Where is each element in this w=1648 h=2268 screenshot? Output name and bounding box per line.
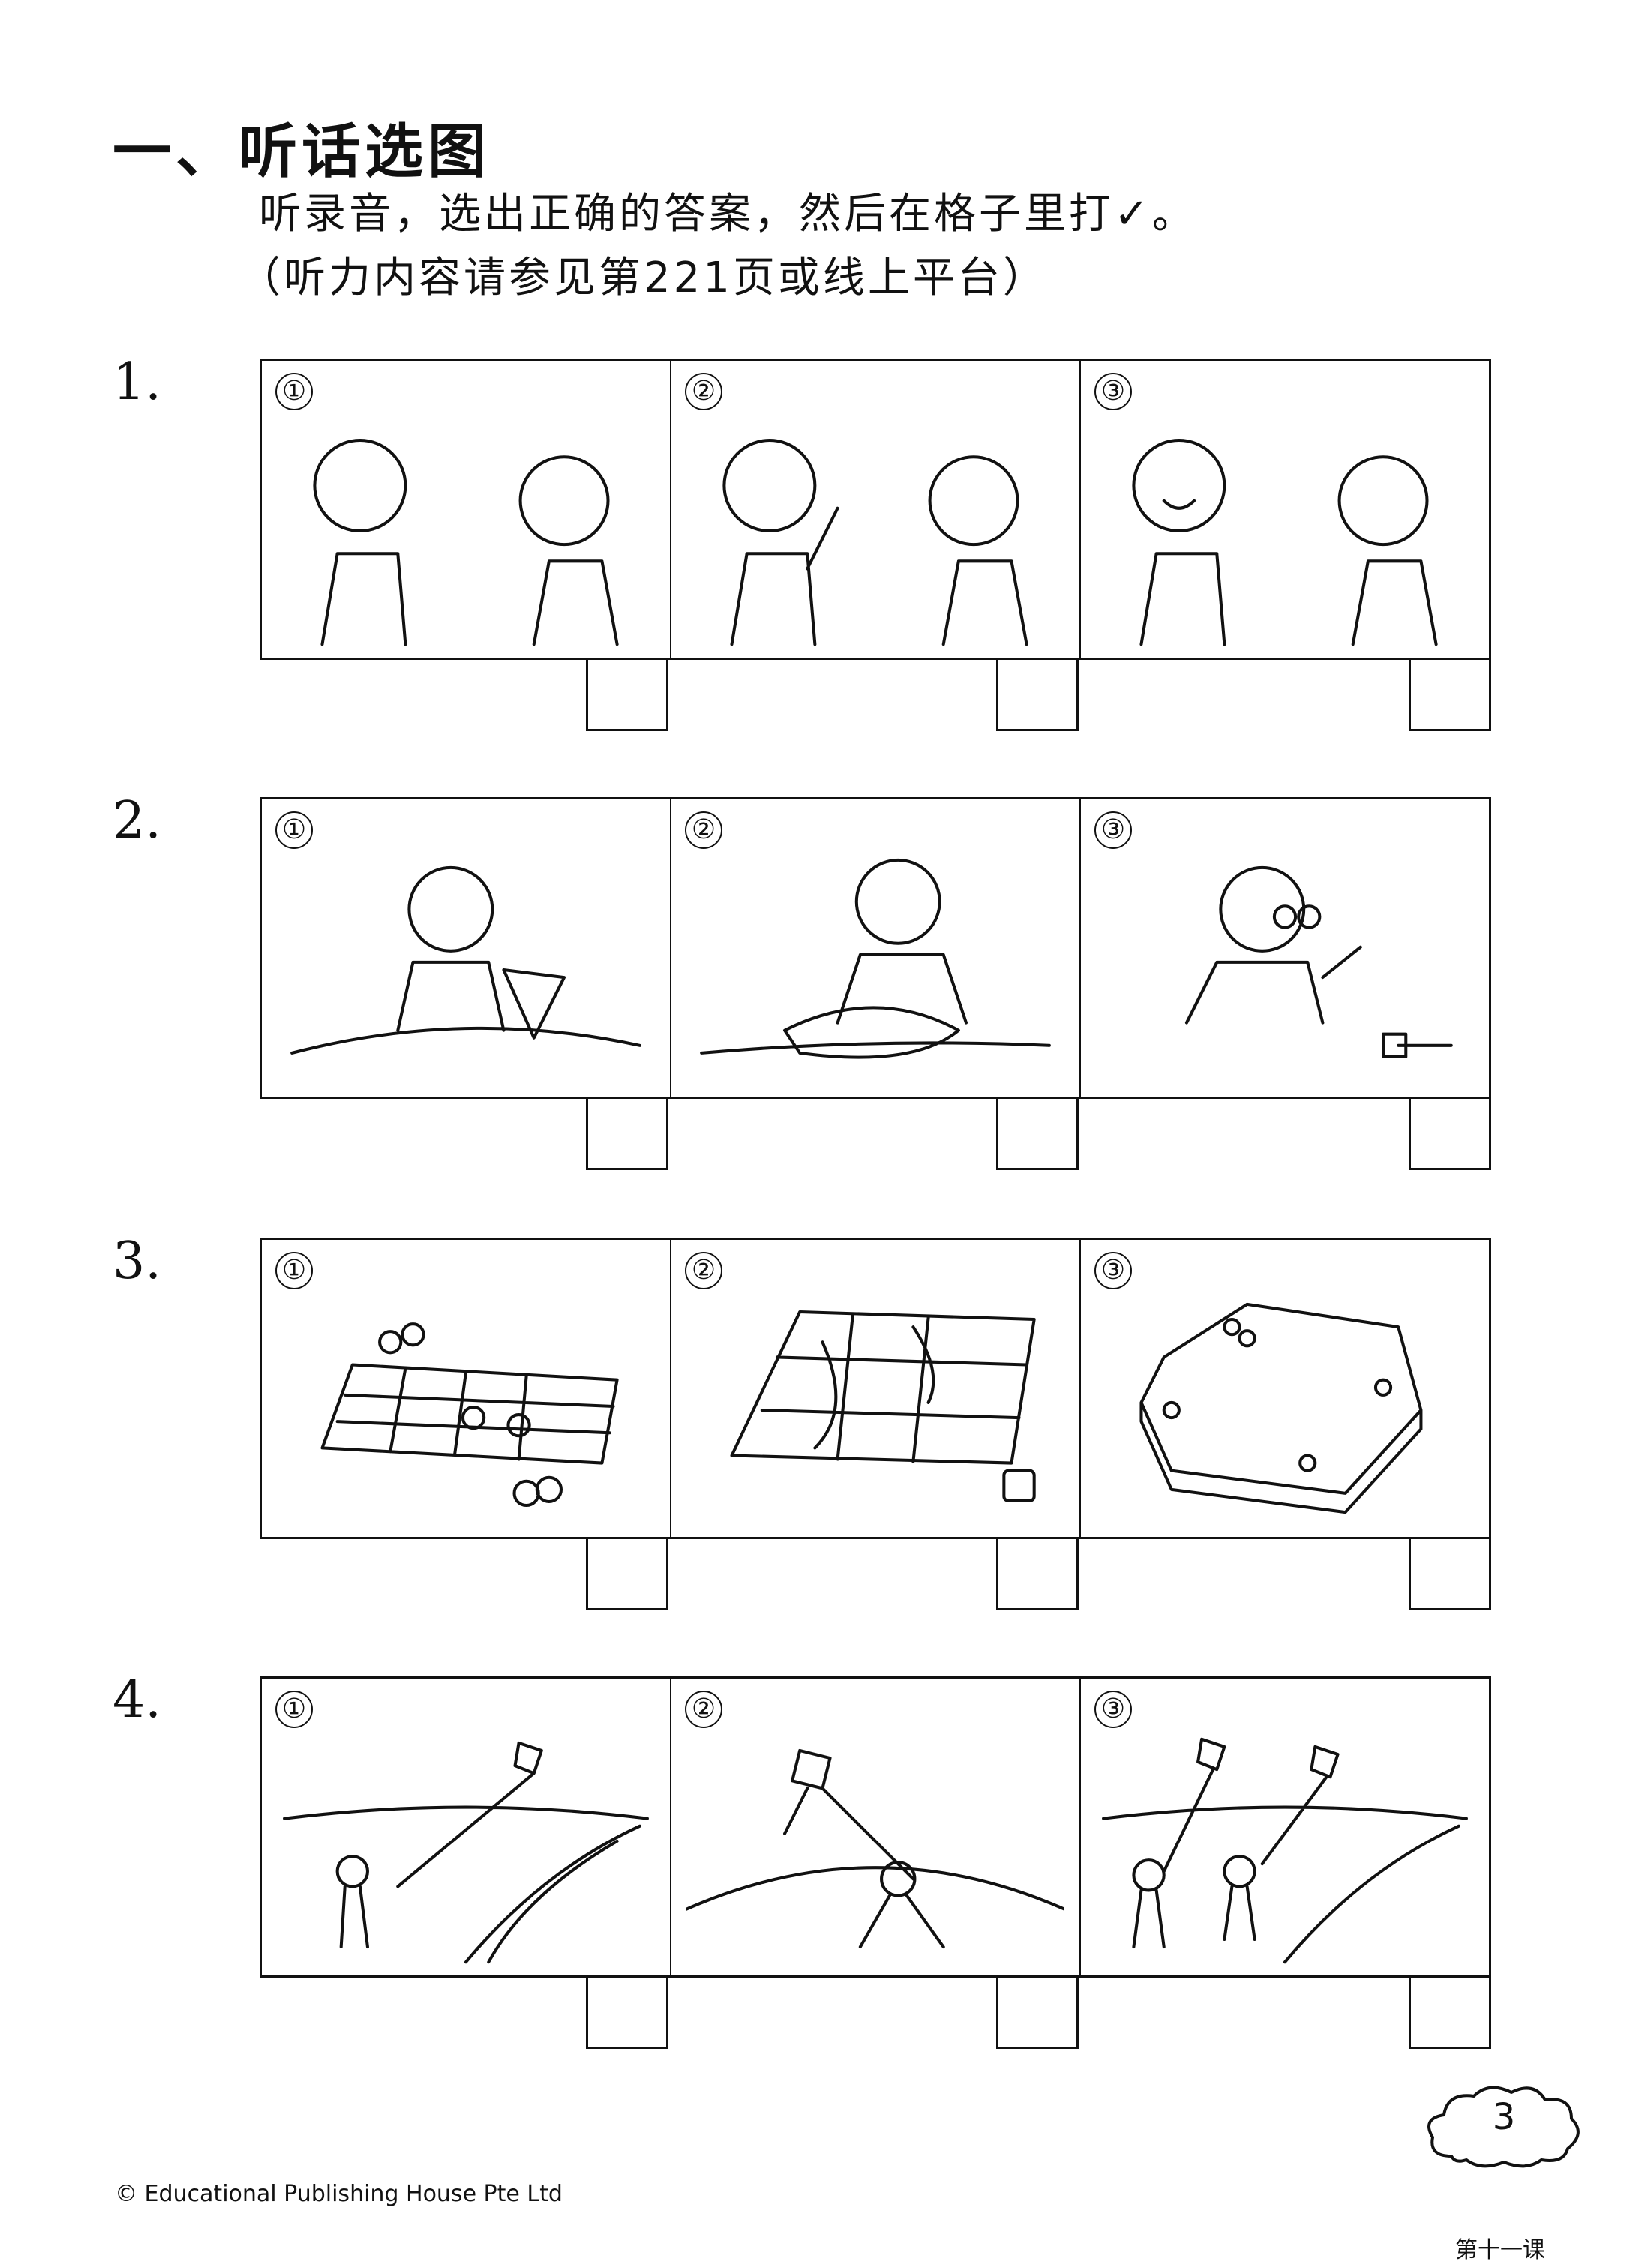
option-label: ① [275,373,313,410]
chinese-checkers-illustration [1096,1292,1474,1528]
answer-checkbox[interactable] [996,1099,1079,1170]
cloud-icon [1421,2081,1586,2171]
boy-flying-kite-illustration [277,1731,655,1966]
boy-smiling-illustration [1096,413,1474,649]
grandmother-sewing-illustration [1096,852,1474,1088]
answer-checkbox[interactable] [996,1978,1079,2049]
question-2-options: ① ② ③ [260,797,1491,1099]
option-label: ① [275,1690,313,1728]
chinese-chess-illustration [277,1292,655,1528]
question-number: 1. [113,352,161,412]
instruction-note: （听力内容请参见第221页或线上平台） [239,254,1048,302]
question-4-options: ① ② ③ [260,1676,1491,1978]
answer-checkbox[interactable] [1409,1099,1491,1170]
answer-checkbox[interactable] [586,660,668,731]
copyright-text: © Educational Publishing House Pte Ltd [115,2181,563,2207]
question-3-options: ① ② ③ [260,1238,1491,1539]
option-panel[interactable]: ③ [1081,361,1489,658]
boy-running-kite-illustration [684,1731,1067,1966]
answer-checkbox[interactable] [996,1539,1079,1610]
boy-waving-illustration [686,413,1064,649]
option-label: ① [275,1252,313,1289]
option-panel[interactable]: ① [262,361,671,658]
question-number: 4. [113,1670,161,1730]
option-panel[interactable]: ② [671,1240,1081,1537]
answer-checkbox[interactable] [586,1539,668,1610]
option-label: ① [275,812,313,849]
answer-checkbox[interactable] [1409,660,1491,731]
option-panel[interactable]: ③ [1081,1678,1489,1976]
answer-checkbox[interactable] [1409,1978,1491,2049]
question-number: 3. [113,1232,161,1291]
option-label: ② [685,812,722,849]
option-panel[interactable]: ③ [1081,800,1489,1096]
option-label: ③ [1094,373,1132,410]
instruction-text: 听录音，选出正确的答案，然后在格子里打✓。 [259,190,1197,238]
option-panel[interactable]: ② [671,1678,1081,1976]
option-panel[interactable]: ① [262,1240,671,1537]
option-label: ② [685,1690,722,1728]
question-1-options: ① ② ③ [260,358,1491,660]
option-label: ③ [1094,1690,1132,1728]
woman-cutting-cloth-illustration [686,852,1064,1088]
boy-nodding-illustration [277,413,655,649]
option-label: ③ [1094,812,1132,849]
option-label: ② [685,373,722,410]
answer-checkbox[interactable] [1409,1539,1491,1610]
question-number: 2. [113,791,161,850]
boy-cutting-paper-illustration [277,852,655,1088]
lesson-label: 第十一课 [1455,2237,1545,2264]
snakes-and-ladders-illustration [686,1292,1064,1528]
option-panel[interactable]: ③ [1081,1240,1489,1537]
option-panel[interactable]: ② [671,361,1081,658]
option-panel[interactable]: ① [262,800,671,1096]
option-panel[interactable]: ② [671,800,1081,1096]
answer-checkbox[interactable] [586,1099,668,1170]
section-title: 一、听话选图 [113,118,491,186]
answer-checkbox[interactable] [996,660,1079,731]
option-label: ③ [1094,1252,1132,1289]
two-children-kites-illustration [1096,1731,1474,1966]
page-number: 3 [1492,2096,1516,2138]
answer-checkbox[interactable] [586,1978,668,2049]
option-label: ② [685,1252,722,1289]
option-panel[interactable]: ① [262,1678,671,1976]
